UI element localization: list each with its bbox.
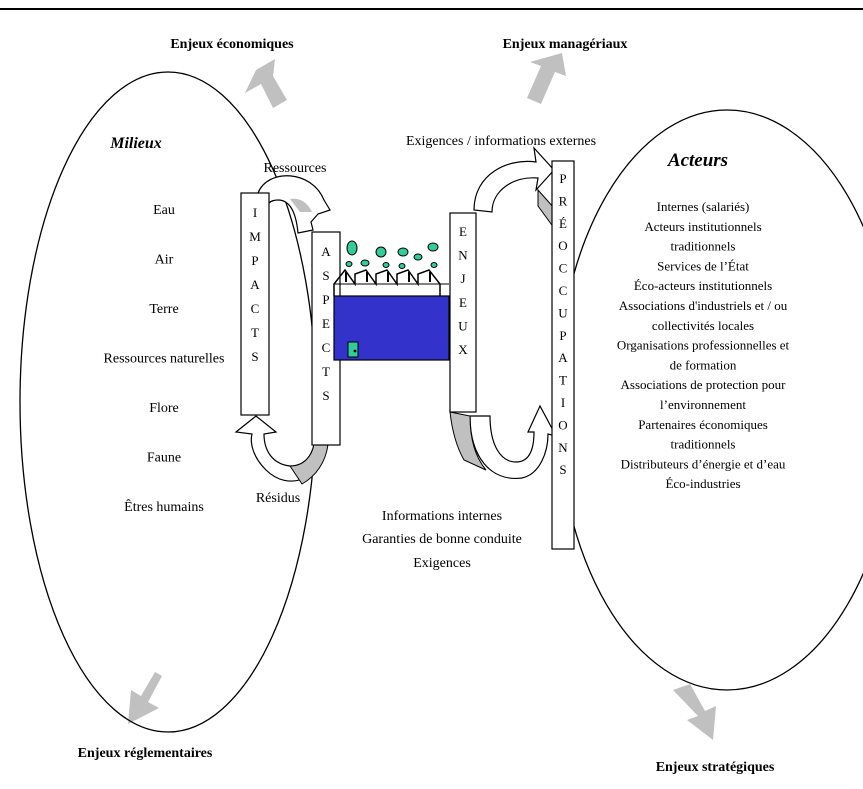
aspects-letter: C [322, 340, 331, 355]
preoccupations-letter: C [559, 261, 568, 276]
internes-cycle-arrow [469, 404, 558, 479]
impacts-letter: T [251, 325, 259, 340]
label-garanties: Garanties de bonne conduite [362, 532, 522, 547]
label-ressources: Ressources [264, 161, 327, 176]
enjeux-letter: U [458, 318, 468, 333]
preoccupations-letter: T [559, 373, 567, 388]
enjeux-letter: J [460, 271, 465, 286]
arrow-reglementaires [128, 672, 162, 724]
externes-cycle-arrow [473, 146, 555, 213]
preoccupations-letter: P [559, 171, 566, 186]
enjeux-letter: X [458, 342, 468, 357]
acteurs-line: Associations de protection pour [621, 377, 787, 392]
milieux-item: Terre [149, 302, 178, 317]
impacts-letter: C [251, 301, 260, 316]
label-enjeux-strategiques: Enjeux stratégiques [656, 760, 775, 775]
impacts-letter: M [249, 229, 261, 244]
factory-roof [333, 268, 441, 296]
aspects-letter: S [322, 388, 329, 403]
acteurs-line: de formation [670, 357, 737, 372]
impacts-box [240, 192, 270, 416]
preoccupations-letter: O [558, 238, 567, 253]
ressources-cycle-arrow [257, 175, 331, 234]
label-exigences: Exigences [413, 556, 471, 571]
label-enjeux-manageriaux: Enjeux managériaux [503, 37, 628, 52]
aspects-letter: A [321, 244, 331, 259]
label-enjeux-economiques: Enjeux économiques [170, 37, 294, 52]
aspects-letter: P [322, 292, 329, 307]
acteurs-line: Distributeurs d’énergie et d’eau [621, 456, 786, 471]
aspects-letter: T [322, 364, 330, 379]
milieux-item: Êtres humains [124, 498, 204, 515]
enjeux-box [449, 212, 477, 413]
milieux-title: Milieux [109, 135, 162, 152]
acteurs-line: Partenaires économiques [638, 417, 768, 432]
acteurs-line: traditionnels [671, 239, 736, 254]
acteurs-line: Éco-industries [665, 476, 740, 491]
acteurs-line: Organisations professionnelles et [617, 338, 790, 353]
acteurs-line: Internes (salariés) [657, 199, 750, 214]
acteurs-title: Acteurs [667, 150, 728, 171]
preoccupations-letter: O [558, 417, 567, 432]
emission-bubbles [345, 240, 439, 269]
factory-door [347, 341, 359, 358]
milieux-item: Faune [147, 451, 181, 466]
label-exigences-externes: Exigences / informations externes [406, 134, 596, 149]
enjeux-letter: E [459, 224, 467, 239]
acteurs-list: Internes (salariés) Acteurs institutionne… [617, 199, 790, 491]
impacts-letter: A [250, 277, 260, 292]
acteurs-line: traditionnels [671, 437, 736, 452]
arrow-strategiques [673, 684, 716, 740]
preoccupations-letter: C [559, 283, 568, 298]
preoccupations-letter: U [558, 305, 568, 320]
milieux-item: Ressources naturelles [104, 352, 225, 367]
preoccupations-letter: A [558, 350, 568, 365]
aspects-letter: S [322, 268, 329, 283]
acteurs-line: l’environnement [660, 397, 746, 412]
milieux-item: Eau [153, 203, 175, 218]
arrow-manageriaux [527, 53, 566, 104]
label-enjeux-reglementaires: Enjeux réglementaires [78, 746, 213, 761]
preoccupations-letter: É [559, 216, 567, 231]
arrow-economiques [245, 59, 287, 108]
acteurs-line: Associations d'industriels et / ou [619, 298, 788, 313]
preoccupations-letter: P [559, 328, 566, 343]
milieux-item: Air [155, 253, 174, 268]
milieux-item: Flore [149, 401, 179, 416]
aspects-letter: E [322, 316, 330, 331]
impacts-letter: I [253, 205, 257, 220]
enjeux-letter: N [458, 248, 468, 263]
preoccupations-box [551, 160, 575, 550]
acteurs-line: Services de l’État [657, 258, 749, 273]
preoccupations-letter: I [561, 395, 565, 410]
impacts-letter: P [251, 253, 258, 268]
factory-icon [333, 268, 450, 361]
preoccupations-letter: N [558, 440, 568, 455]
acteurs-line: Acteurs institutionnels [644, 219, 761, 234]
acteurs-line: Éco-acteurs institutionnels [634, 278, 772, 293]
label-informations-internes: Informations internes [382, 509, 502, 524]
preoccupations-letter: S [559, 462, 566, 477]
acteurs-line: collectivités locales [652, 318, 754, 333]
preoccupations-letter: R [559, 193, 568, 208]
label-residus: Résidus [256, 491, 300, 506]
enjeux-letter: E [459, 295, 467, 310]
impacts-letter: S [251, 349, 258, 364]
